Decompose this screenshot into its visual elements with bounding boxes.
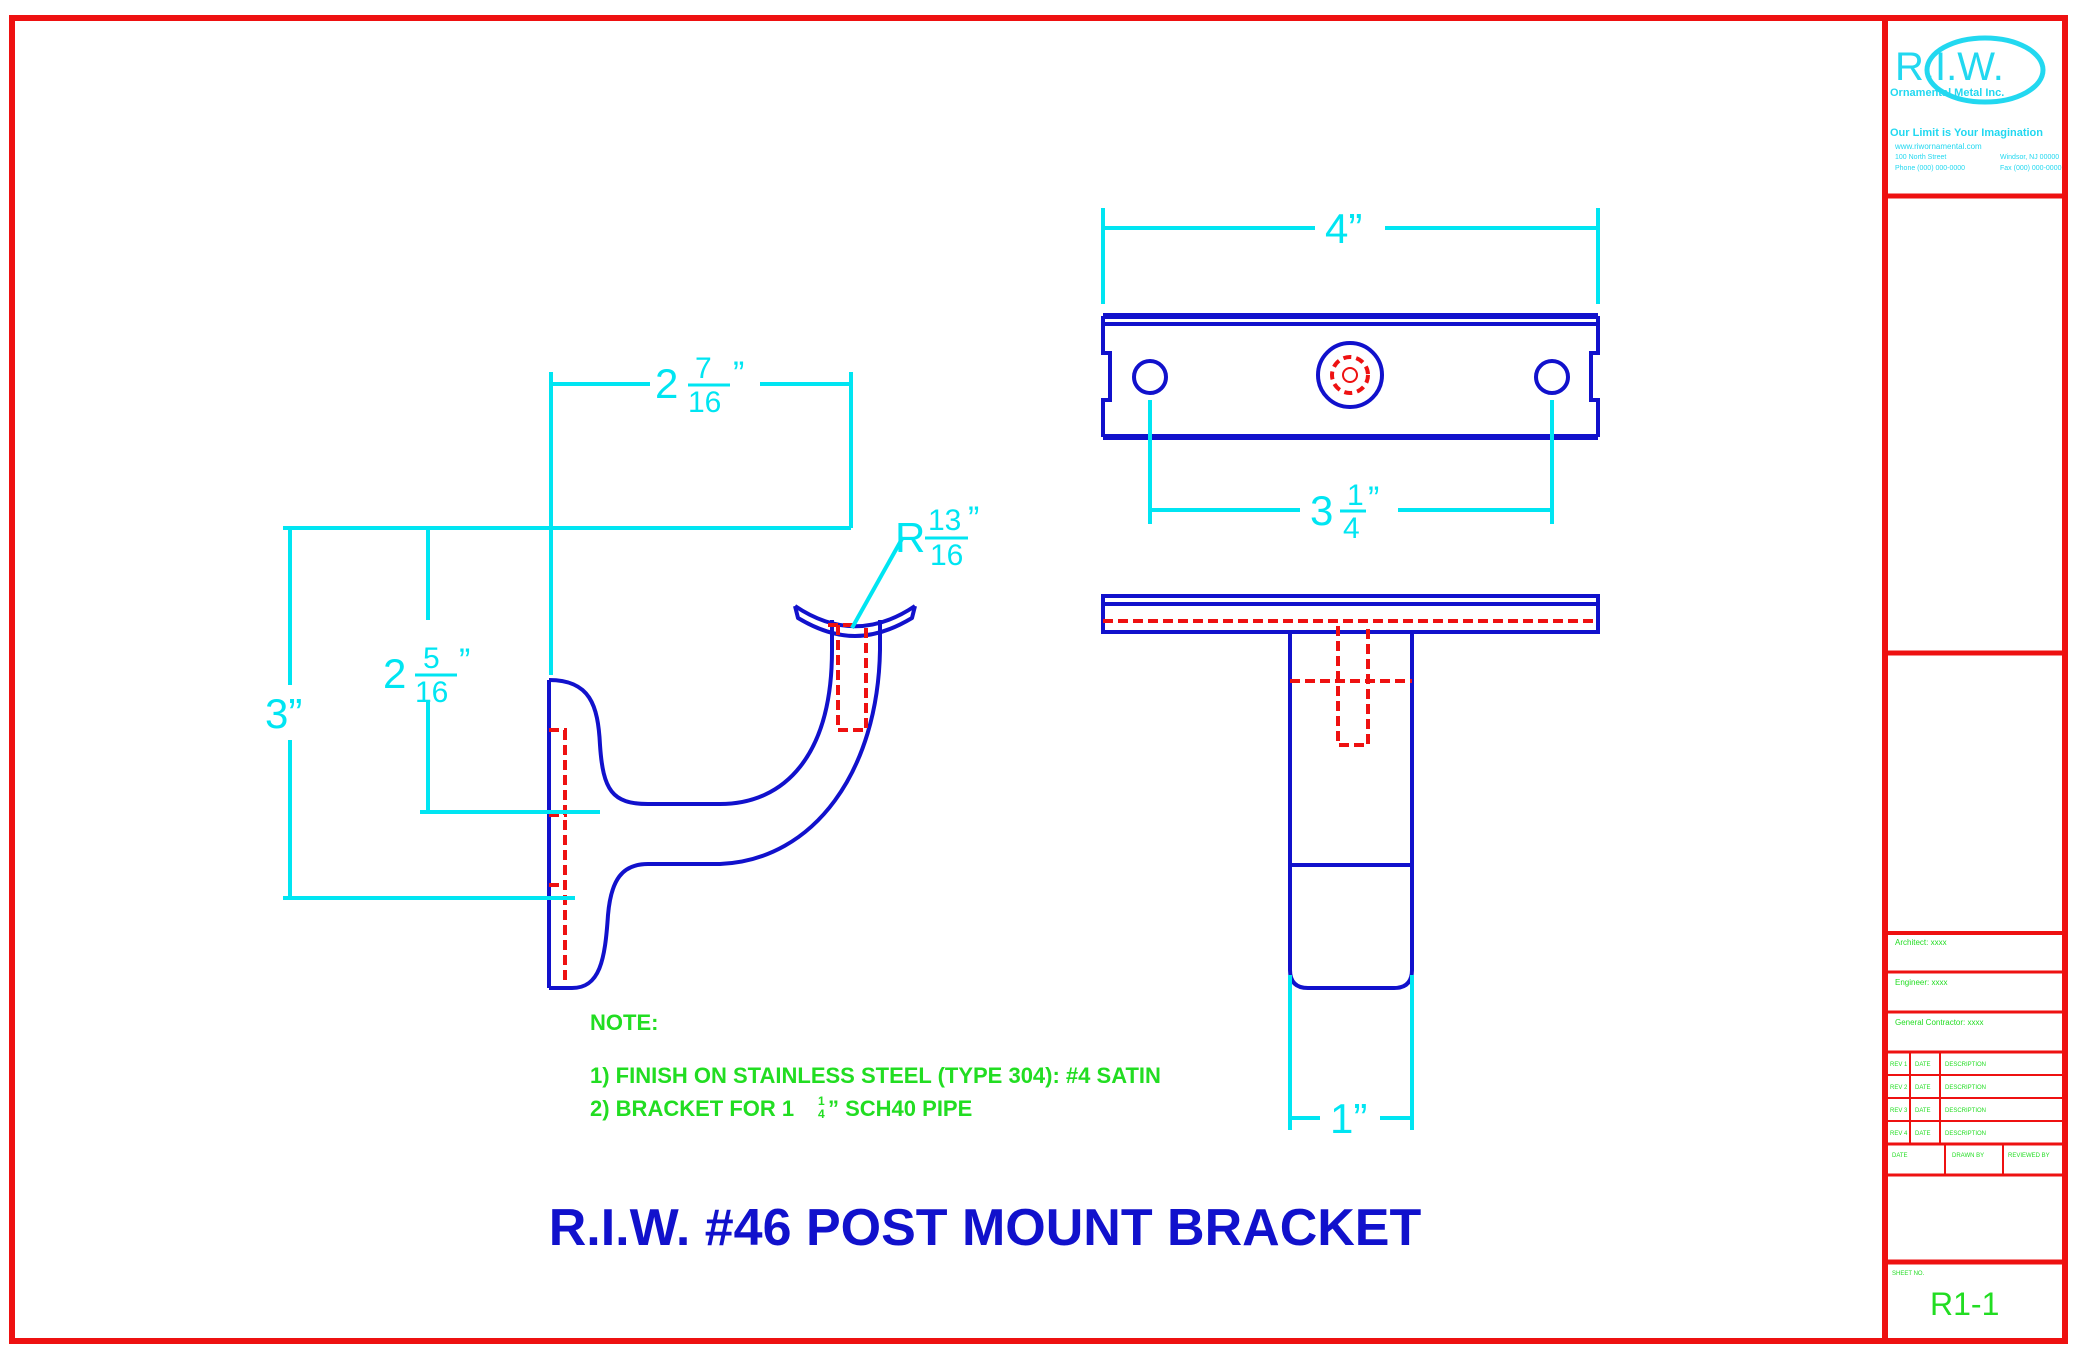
dim-radius-den: 16 (930, 539, 963, 572)
dim-side-mid-num: 5 (423, 642, 440, 675)
dim-side-width-whole: 2 (655, 360, 678, 407)
dim-side-width-num: 7 (695, 352, 712, 385)
dim-hole-spacing-whole: 3 (1310, 487, 1333, 534)
logo-fax: Fax (000) 000-0000 (2000, 165, 2062, 172)
note-line-2-num: 1 (818, 1094, 825, 1108)
side-view-hidden-lines (549, 623, 868, 985)
notes: NOTE: 1) FINISH ON STAINLESS STEEL (TYPE… (590, 1010, 1161, 1121)
drawing-title: R.I.W. #46 POST MOUNT BRACKET (549, 1199, 1422, 1257)
date-label: DATE (1892, 1153, 1908, 1159)
dim-top-width: 4” (1325, 205, 1362, 252)
rev-date-2: DATE (1915, 1085, 1931, 1091)
logo-city: Windsor, NJ 00000 (2000, 154, 2059, 161)
architect-label: Architect: xxxx (1895, 938, 1947, 947)
rev-no-1: REV 1 (1890, 1062, 1908, 1068)
side-view-dimensions (283, 372, 905, 900)
rev-no-4: REV 4 (1890, 1131, 1908, 1137)
dim-radius: R 13 16 ” (895, 500, 979, 572)
top-view-outline (1101, 313, 1600, 440)
dim-side-mid-den: 16 (415, 676, 448, 709)
note-heading: NOTE: (590, 1010, 658, 1035)
title-block-text: Architect: xxxx Engineer: xxxx General C… (1890, 938, 2050, 1322)
title-block (1882, 18, 2065, 1341)
front-view-hidden-lines (1103, 619, 1598, 747)
note-line-2-den: 4 (818, 1107, 825, 1121)
rev-desc-3: DESCRIPTION (1945, 1108, 1986, 1114)
dim-arm-width: 1” (1330, 1095, 1367, 1142)
dim-radius-prefix: R (895, 514, 925, 561)
dim-side-width-den: 16 (688, 386, 721, 419)
general-contractor-label: General Contractor: xxxx (1895, 1018, 1983, 1027)
rev-desc-1: DESCRIPTION (1945, 1062, 1986, 1068)
front-view-dimensions (1288, 975, 1414, 1130)
engineer-label: Engineer: xxxx (1895, 978, 1947, 987)
dim-inch-mark: ” (459, 642, 470, 680)
rev-desc-4: DESCRIPTION (1945, 1131, 1986, 1137)
logo-address: 100 North Street (1895, 154, 1946, 161)
dim-inch-mark: ” (1368, 480, 1379, 518)
note-line-2-suffix: ” SCH40 PIPE (828, 1096, 972, 1121)
dim-side-width: 2 7 16 ” (655, 352, 744, 419)
dim-inch-mark: ” (733, 355, 744, 393)
dim-inch-mark: ” (968, 500, 979, 538)
rev-no-2: REV 2 (1890, 1085, 1908, 1091)
rev-no-3: REV 3 (1890, 1108, 1908, 1114)
company-logo: R.I.W. Ornamental Metal Inc. Our Limit i… (1890, 35, 2062, 172)
dim-hole-spacing: 3 1 4 ” (1310, 479, 1379, 545)
dim-side-mid-height: 2 5 16 ” (383, 642, 470, 709)
top-view-dimensions (1101, 208, 1600, 524)
logo-phone: Phone (000) 000-0000 (1895, 165, 1965, 172)
dim-side-mid-whole: 2 (383, 650, 406, 697)
rev-date-1: DATE (1915, 1062, 1931, 1068)
front-view-outline (1101, 594, 1600, 990)
logo-tagline: Our Limit is Your Imagination (1890, 127, 2043, 139)
logo-subtext: Ornamental Metal Inc. (1890, 87, 2004, 99)
dim-radius-num: 13 (928, 504, 961, 537)
top-view-hidden-lines (1330, 355, 1370, 395)
rev-date-4: DATE (1915, 1131, 1931, 1137)
drawn-by-label: DRAWN BY (1952, 1153, 1984, 1159)
note-line-2-prefix: 2) BRACKET FOR 1 (590, 1096, 794, 1121)
rev-date-3: DATE (1915, 1108, 1931, 1114)
sheet-number: R1-1 (1930, 1286, 1999, 1322)
sheet-border (9, 15, 2068, 1344)
note-line-1: 1) FINISH ON STAINLESS STEEL (TYPE 304):… (590, 1063, 1161, 1088)
dim-hole-spacing-num: 1 (1347, 479, 1364, 512)
rev-desc-2: DESCRIPTION (1945, 1085, 1986, 1091)
side-view-outline (547, 604, 917, 990)
logo-website: www.riwornamental.com (1894, 142, 1982, 151)
logo-text: R.I.W. (1895, 45, 2004, 89)
reviewed-by-label: REVIEWED BY (2008, 1153, 2050, 1159)
dim-side-total-height: 3” (265, 690, 302, 737)
sheet-no-label: SHEET NO. (1892, 1271, 1925, 1277)
dim-hole-spacing-den: 4 (1343, 512, 1360, 545)
